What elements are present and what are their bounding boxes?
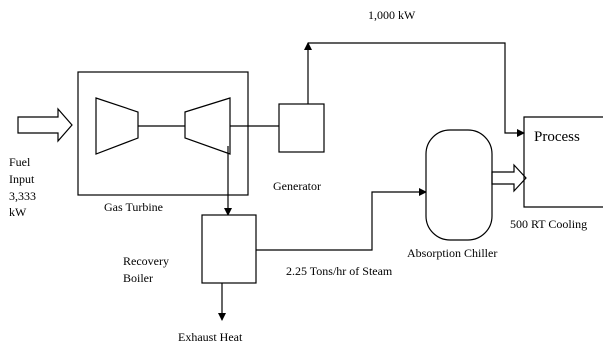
fuel-input-arrow xyxy=(17,107,73,143)
generator-box xyxy=(278,103,325,153)
fuel-label-line1: Fuel xyxy=(9,155,31,169)
absorption-chiller-label: Absorption Chiller xyxy=(407,246,497,260)
cooling-arrow xyxy=(491,163,527,193)
exhaust-heat-label: Exhaust Heat xyxy=(178,330,243,344)
recovery-boiler-label-line1: Recovery xyxy=(123,254,169,268)
fuel-label-line4: kW xyxy=(9,205,27,219)
recovery-boiler-label-line2: Boiler xyxy=(123,271,153,285)
fuel-label-line3: 3,333 xyxy=(9,189,36,203)
steam-flow-label: 2.25 Tons/hr of Steam xyxy=(286,264,393,278)
cooling-label: 500 RT Cooling xyxy=(510,217,587,231)
steam-line xyxy=(256,188,427,251)
generator-label: Generator xyxy=(273,179,321,193)
gas-turbine-box xyxy=(77,71,249,196)
process-label: Process xyxy=(534,129,580,145)
power-line-to-process xyxy=(308,42,525,137)
absorption-chiller-box xyxy=(425,129,493,241)
gas-turbine-label: Gas Turbine xyxy=(104,200,163,214)
compressor-shape xyxy=(95,97,139,155)
turbine-shape xyxy=(184,97,231,155)
fuel-label-line2: Input xyxy=(9,172,35,186)
power-output-label: 1,000 kW xyxy=(368,8,416,22)
process-box xyxy=(523,116,603,208)
recovery-boiler-box xyxy=(201,214,257,284)
